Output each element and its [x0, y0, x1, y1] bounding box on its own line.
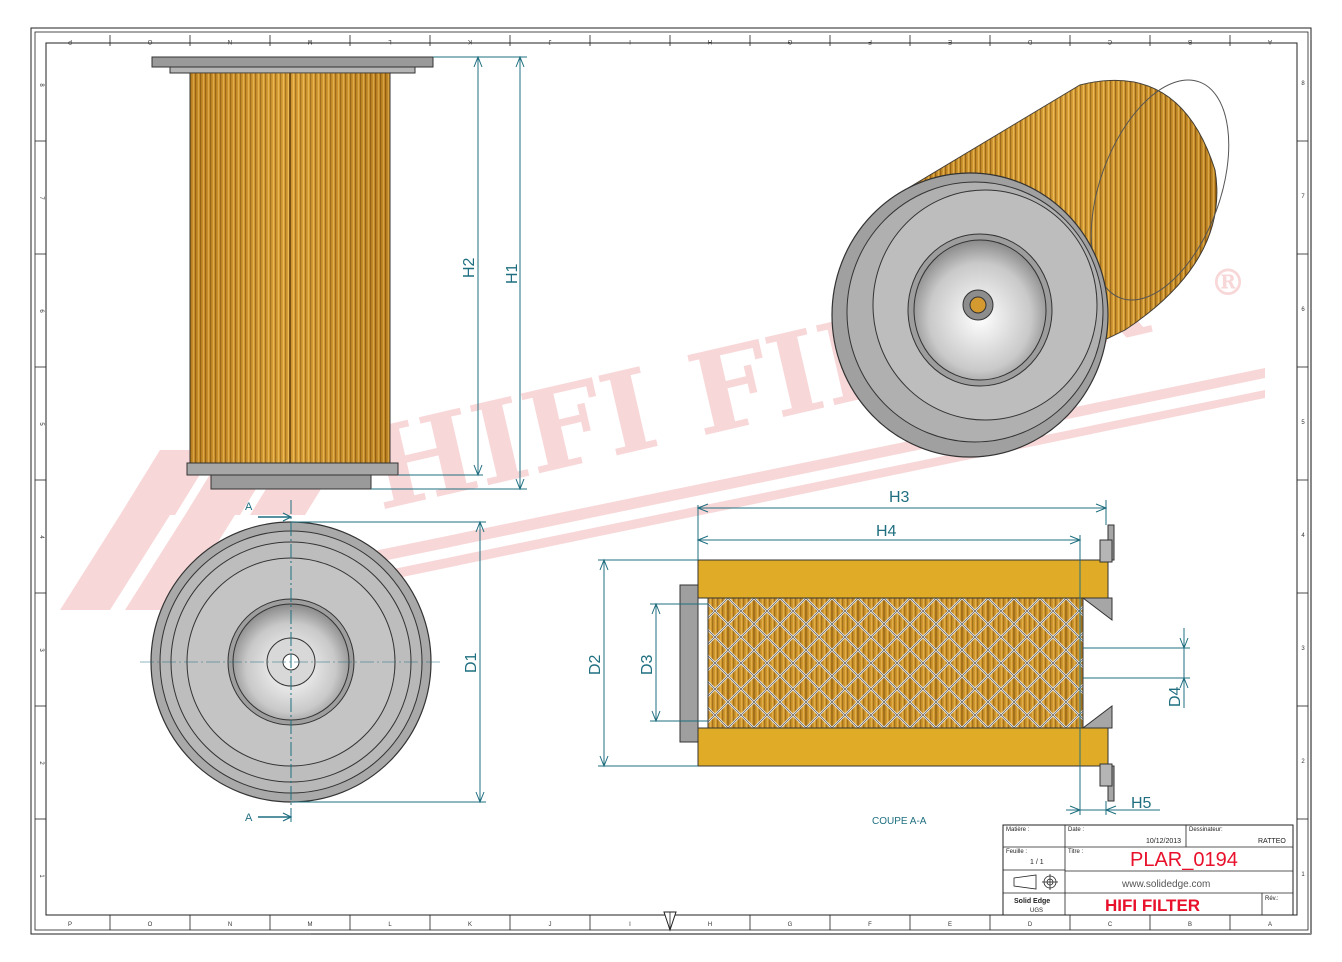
dimension-h1-h2: [371, 55, 527, 491]
title-block: Matière : Date : 10/12/2013 Dessinateur:…: [1002, 824, 1294, 916]
value-feuille: 1 / 1: [1030, 859, 1044, 866]
dimension-label-d3: D3: [639, 654, 656, 675]
zone-label-right: 6: [1301, 307, 1305, 313]
label-date: Date :: [1068, 827, 1084, 833]
zone-label-left: 6: [38, 309, 44, 313]
label-titre: Titre :: [1068, 849, 1083, 855]
zone-label-top: K: [468, 38, 472, 44]
zone-label-right: 4: [1301, 533, 1305, 539]
company-name: HIFI FILTER: [1105, 896, 1200, 915]
website-text: www.solidedge.com: [1121, 879, 1210, 890]
zone-label-left: 2: [38, 761, 44, 765]
zone-label-top: M: [308, 38, 313, 44]
watermark-registered-mark: ®: [1210, 262, 1246, 304]
zone-label-left: 5: [38, 422, 44, 426]
zone-label-top: N: [228, 38, 232, 44]
zone-label-right: 7: [1301, 194, 1305, 200]
label-feuille: Feuille :: [1006, 849, 1027, 855]
zone-label-bottom: K: [468, 922, 472, 928]
zone-label-bottom: N: [228, 922, 232, 928]
label-revision: Rév.:: [1265, 896, 1279, 902]
zone-label-bottom: D: [1028, 922, 1033, 928]
dimension-label-h1: H1: [504, 263, 521, 284]
zone-label-bottom: I: [629, 922, 631, 928]
zone-label-left: 3: [38, 648, 44, 652]
zone-label-top: E: [948, 38, 952, 44]
value-date: 10/12/2013: [1146, 838, 1181, 845]
zone-label-right: 8: [1301, 81, 1305, 87]
section-marker-bottom: A: [245, 812, 293, 824]
zone-label-top: L: [388, 38, 392, 44]
zone-label-bottom: J: [549, 922, 552, 928]
section-caption: COUPE A-A: [872, 816, 927, 827]
dimension-label-d4: D4: [1167, 686, 1184, 707]
zone-label-bottom: M: [308, 922, 313, 928]
projection-symbol-icon: [1013, 874, 1058, 890]
zone-label-top: H: [708, 38, 712, 44]
end-view-filter: [140, 500, 442, 825]
software-name: Solid Edge: [1014, 898, 1050, 905]
software-sub: UGS: [1030, 908, 1043, 914]
value-dessinateur: RATTEO: [1258, 838, 1286, 845]
section-letter-bottom: A: [245, 812, 253, 824]
zone-label-top: B: [1188, 38, 1192, 44]
zone-label-top: C: [1107, 38, 1112, 44]
zone-label-top: F: [868, 38, 872, 44]
zone-label-bottom: A: [1268, 922, 1272, 928]
isometric-view-filter: [831, 79, 1230, 458]
zone-label-bottom: C: [1108, 922, 1113, 928]
zone-label-top: I: [629, 38, 631, 44]
section-letter-top: A: [245, 501, 253, 513]
drawing-title: PLAR_0194: [1130, 849, 1238, 871]
zone-label-right: 1: [1301, 872, 1305, 878]
zone-label-right: 3: [1301, 646, 1305, 652]
section-view-filter: [679, 524, 1115, 802]
zone-label-top: O: [147, 38, 152, 44]
dimension-label-h3: H3: [889, 489, 910, 506]
dimension-d1: [291, 520, 486, 804]
zone-label-bottom: P: [68, 922, 72, 928]
zone-label-bottom: O: [148, 922, 153, 928]
dimension-label-h4: H4: [876, 523, 897, 540]
dimension-label-d1: D1: [463, 652, 480, 673]
zone-grid-ticks: [35, 35, 1308, 930]
zone-label-top: P: [68, 38, 72, 44]
label-matiere: Matière :: [1006, 827, 1030, 833]
zone-label-top: G: [787, 38, 792, 44]
zone-label-top: J: [549, 38, 552, 44]
zone-label-bottom: H: [708, 922, 712, 928]
dimension-label-h2: H2: [461, 257, 478, 278]
zone-label-left: 4: [38, 535, 44, 539]
zone-label-top: D: [1027, 38, 1032, 44]
zone-label-right: 2: [1301, 759, 1305, 765]
dimension-label-d2: D2: [587, 654, 604, 675]
dimension-label-h5: H5: [1131, 795, 1152, 812]
zone-label-bottom: G: [788, 922, 793, 928]
zone-label-top: A: [1268, 38, 1272, 44]
zone-label-bottom: F: [868, 922, 872, 928]
zone-label-left: 7: [38, 196, 44, 200]
zone-label-right: 5: [1301, 420, 1305, 426]
zone-label-bottom: B: [1188, 922, 1192, 928]
label-dessinateur: Dessinateur:: [1189, 827, 1223, 833]
section-marker-top: A: [245, 501, 293, 522]
zone-label-left: 8: [38, 83, 44, 87]
section-dimensions: [598, 500, 1190, 815]
zone-label-left: 1: [38, 874, 44, 878]
zone-label-bottom: L: [388, 922, 392, 928]
zone-grid-labels: P O N M L K J I H G F E D C B A P O N M L K J I H G F E D C B A 8 7 6 5 4 3 2 1…: [38, 38, 1305, 928]
zone-label-bottom: E: [948, 922, 952, 928]
side-view-filter: [151, 56, 434, 490]
